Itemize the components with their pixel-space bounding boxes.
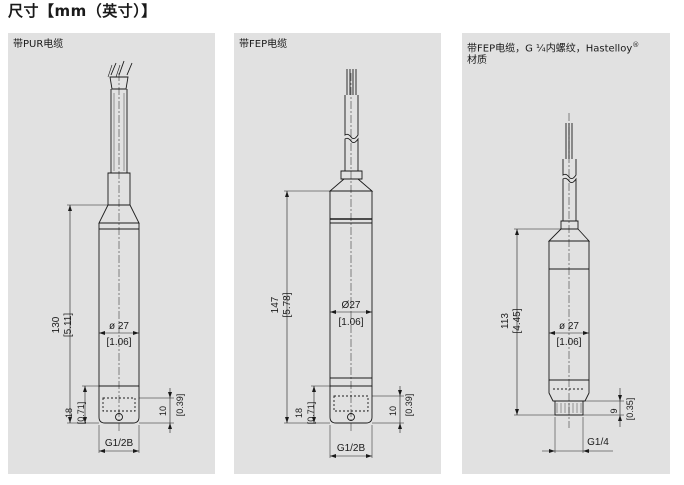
dim-bottom-mm: 18 — [64, 408, 74, 418]
cable — [344, 95, 359, 140]
panel-label: 带FEP电缆 — [239, 39, 288, 50]
dim-length-in: [5.78] — [282, 292, 293, 317]
dim-thread: G1/2B — [337, 443, 366, 454]
page-title: 尺寸【mm（英寸）】 — [8, 2, 157, 20]
dim-length-in: [4.45] — [512, 308, 523, 333]
cable — [562, 159, 577, 180]
dim-length-in: [5.11] — [63, 313, 74, 337]
cable — [110, 89, 128, 173]
panel-fep-hastelloy: 带FEP电缆，G ¼内螺纹，Hastelloy® 材质 — [462, 33, 670, 474]
registered-mark: ® — [632, 41, 640, 49]
dim-dia-in: [1.06] — [106, 337, 131, 348]
dim-tip-in: [0.35] — [625, 398, 635, 421]
dim-tip-in: [0.39] — [404, 394, 414, 417]
dim-dia-in: [1.06] — [556, 337, 581, 348]
panel-label: 带PUR电缆 — [13, 39, 64, 50]
dim-bottom-in: [0.71] — [76, 402, 86, 425]
cable-sleeve — [340, 170, 363, 180]
dim-bottom-mm: 18 — [294, 408, 304, 418]
cable-wires — [346, 69, 357, 95]
dim-dia-mm: Ø27 — [342, 300, 361, 311]
panel-label-line2: 材质 — [467, 55, 487, 67]
dim-tip-mm: 10 — [388, 406, 398, 416]
dim-thread: G1/2B — [105, 438, 134, 449]
dim-bottom-in: [0.71] — [306, 402, 316, 425]
panel-label: 带FEP电缆，G ¼内螺纹，Hastelloy® 材质 — [467, 39, 639, 67]
panel-label-line1: 带FEP电缆，G ¼内螺纹，Hastelloy — [467, 43, 633, 55]
cable-wires — [107, 60, 133, 90]
sensor-drawing-hastelloy: 113 [4.45] ø 27 [1.06] 9 [0.35] G1/4 — [500, 113, 635, 453]
dim-thread: G1/4 — [587, 437, 609, 448]
panel-fep-cable: 带FEP电缆 — [234, 33, 441, 474]
dim-length-mm: 113 — [500, 313, 511, 329]
dim-tip-mm: 9 — [609, 408, 619, 413]
dim-dia-in: [1.06] — [338, 317, 363, 328]
sensor-drawing-pur: 130 [5.11] ø 27 [1.06] 18 [0.71] 10 [0.3… — [51, 60, 185, 453]
dim-dia-mm: ø 27 — [559, 321, 579, 332]
dim-tip-mm: 10 — [158, 406, 168, 416]
dim-dia-mm: ø 27 — [109, 321, 129, 332]
dim-length-mm: 130 — [51, 316, 62, 333]
cable-sleeve — [560, 220, 579, 230]
panel-pur-cable: 带PUR电缆 — [8, 33, 215, 474]
dim-tip-in: [0.39] — [175, 394, 185, 417]
sensor-drawing-fep: 147 [5.78] Ø27 [1.06] 18 [0.71] 10 [0.39… — [270, 69, 414, 458]
dim-length-mm: 147 — [270, 296, 281, 313]
